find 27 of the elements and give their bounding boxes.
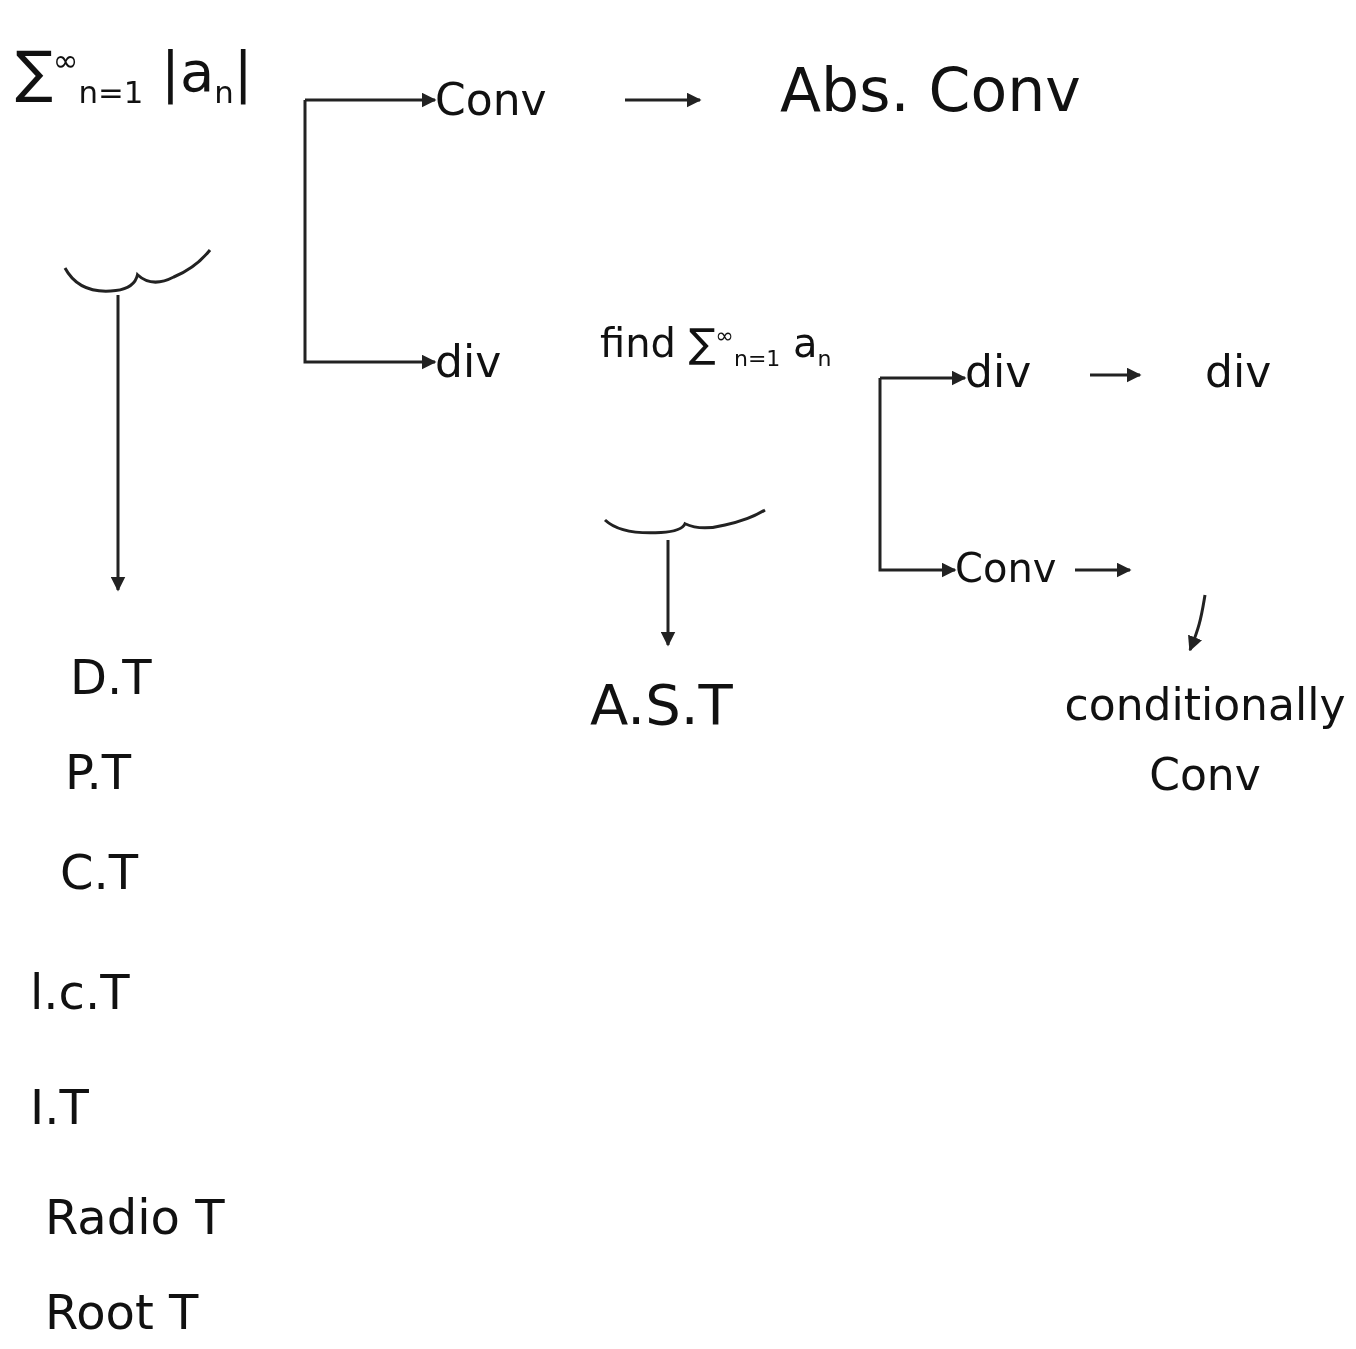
math-label: Abs. Conv xyxy=(700,40,1100,140)
math-label: div xyxy=(1140,335,1310,410)
arrow xyxy=(1075,562,1132,578)
math-label: div xyxy=(965,335,1090,410)
arrow xyxy=(625,92,702,108)
arrow xyxy=(305,92,437,108)
arrow xyxy=(660,540,676,647)
arrow xyxy=(110,295,126,592)
test-name: C.T xyxy=(60,845,139,901)
arrow xyxy=(878,378,957,578)
math-expression: find ∑$^{∞}$$_{n=1}$ a$_{n}$ xyxy=(600,320,832,372)
math-label: A.S.T xyxy=(590,645,800,765)
math-label: div xyxy=(435,325,545,400)
test-name: Root T xyxy=(45,1285,199,1341)
math-expression: ∑$^{∞}$$_{n=1}$ |a$_{n}$| xyxy=(15,40,253,111)
arrow xyxy=(303,100,437,370)
test-name: Radio T xyxy=(45,1190,225,1246)
math-label: conditionally Conv xyxy=(1060,650,1350,830)
test-name: D.T xyxy=(70,650,152,706)
arrow xyxy=(1188,594,1207,652)
arrow xyxy=(1090,367,1142,383)
test-name: I.T xyxy=(30,1080,89,1136)
arrow xyxy=(880,370,967,386)
math-label: Conv xyxy=(955,530,1075,605)
math-label: Conv xyxy=(435,60,625,140)
test-name: l.c.T xyxy=(30,965,130,1021)
test-name: P.T xyxy=(65,745,132,801)
